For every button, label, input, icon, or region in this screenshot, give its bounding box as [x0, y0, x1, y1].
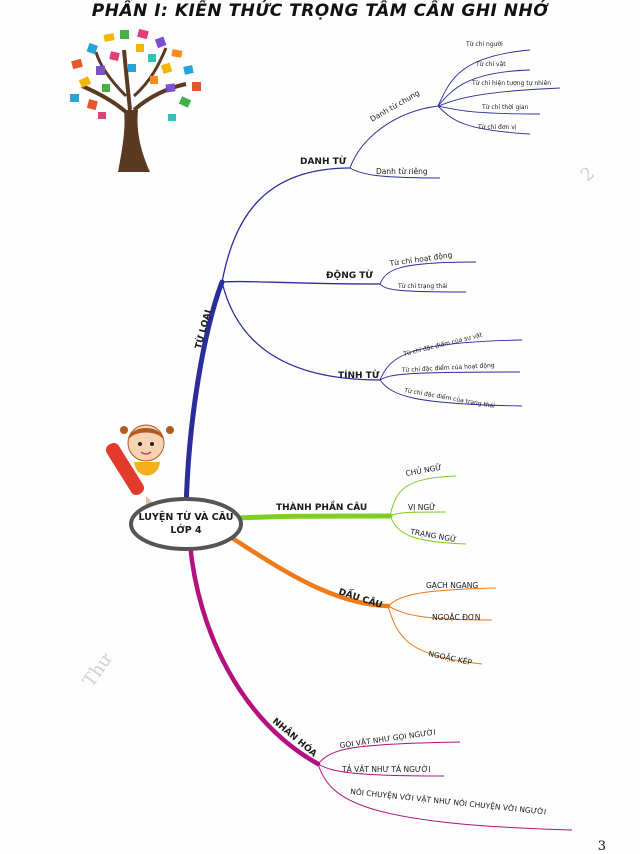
leaf-tu-chi-hoat-dong: Từ chỉ hoạt động [388, 250, 453, 268]
branch-thanh-phan-cau-label: THÀNH PHẦN CÂU [276, 500, 367, 513]
page-number: 3 [597, 839, 606, 854]
leaf-chu-ngu: CHỦ NGỮ [405, 462, 443, 478]
kid-with-pencil-illustration [105, 424, 174, 508]
danh-tu-label: DANH TỪ [300, 155, 347, 167]
leaf-tu-chi-trang-thai: Từ chỉ trạng thái [397, 283, 448, 290]
leaf-ngoac-kep: NGOẶC KÉP [428, 649, 474, 667]
leaf-tu-chi-nguoi: Từ chỉ người [465, 41, 503, 48]
leaf-ngoac-don: NGOẶC ĐƠN [432, 613, 480, 622]
branch-dau-cau-label: DẤU CÂU [337, 584, 384, 610]
leaf-tu-chi-vat: Từ chỉ vật [475, 61, 506, 68]
tinh-tu-label: TÍNH TỪ [338, 369, 380, 381]
leaf-vi-ngu: VỊ NGỮ [408, 503, 436, 512]
leaf-tu-chi-thoi-gian: Từ chỉ thời gian [481, 104, 529, 111]
leaf-dac-diem-hoat-dong: Từ chỉ đặc điểm của hoạt động [401, 362, 495, 374]
leaf-tu-chi-hien-tuong-tu-nhien: Từ chỉ hiện tượng tự nhiên [471, 80, 551, 87]
center-title-line1: LUYỆN TỪ VÀ CÂU [139, 511, 234, 523]
danh-tu-rieng-label: Danh từ riêng [376, 167, 428, 176]
danh-tu-chung-label: Danh từ chung [369, 88, 422, 124]
center-node [129, 497, 243, 551]
leaf-dac-diem-su-vat: Từ chỉ đặc điểm của sự vật [402, 331, 484, 358]
tree-illustration [70, 28, 201, 172]
page-title: PHẦN I: KIẾN THỨC TRỌNG TÂM CẦN GHI NHỚ [91, 1, 549, 21]
leaf-ta-vat-nhu-ta-nguoi: TẢ VẬT NHƯ TẢ NGƯỜI [341, 765, 430, 774]
leaf-noi-chuyen-voi-vat: NÓI CHUYỆN VỚI VẬT NHƯ NÓI CHUYỆN VỚI NG… [350, 787, 547, 817]
center-title-line2: LỚP 4 [170, 524, 202, 536]
dong-tu-label: ĐỘNG TỪ [326, 269, 373, 281]
leaf-goi-vat-nhu-goi-nguoi: GỌI VẬT NHƯ GỌI NGƯỜI [339, 728, 436, 750]
branch-tu-loai-label: TỪ LOẠI [192, 308, 214, 350]
leaf-gach-ngang: GẠCH NGANG [426, 581, 478, 590]
leaf-tu-chi-don-vi: Từ chỉ đơn vị [477, 124, 517, 131]
